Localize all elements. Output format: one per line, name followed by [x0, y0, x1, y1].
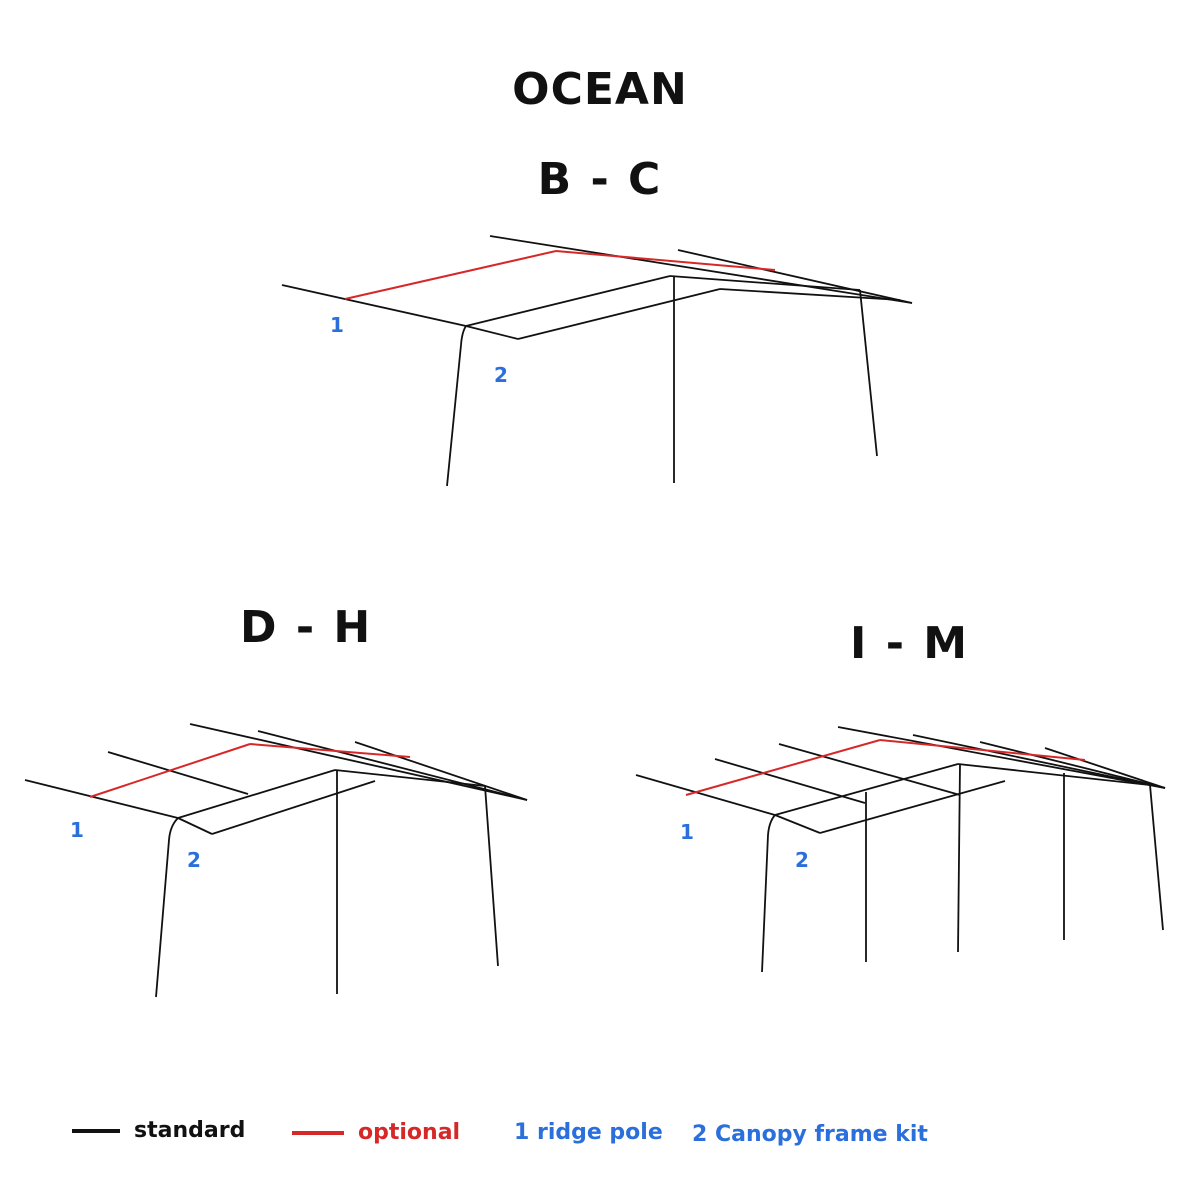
i-m-optional: [685, 739, 1086, 796]
b-c-marker-1: 1: [330, 313, 344, 337]
b-c-right-leg: [859, 289, 878, 457]
b-c-canopy-bottom: [517, 288, 721, 340]
d-h-left-leg: [155, 817, 179, 998]
d-h-optional: [89, 743, 411, 798]
i-m-canopy-top: [774, 763, 959, 816]
b-c-left-leg: [446, 325, 467, 487]
b-c-ridge-long: [489, 235, 913, 304]
i-m-front-eave: [635, 774, 776, 816]
legend-canopy-frame-kit: 2 Canopy frame kit: [692, 1122, 928, 1147]
page-title: OCEAN: [512, 64, 688, 115]
b-c-canopy-top: [465, 275, 671, 327]
d-h-canopy-bottom: [211, 780, 376, 835]
legend-ridge-pole-label: 1 ridge pole: [514, 1120, 663, 1145]
i-m-left-leg: [761, 814, 776, 973]
b-c-optional-ridge-2: [555, 250, 776, 271]
legend-optional-label: optional: [358, 1120, 461, 1145]
b-c-front-eave: [281, 284, 467, 327]
i-m-rafter-3: [837, 726, 1166, 789]
b-c-gutter-left: [465, 325, 519, 340]
d-h-marker-2: 2: [187, 848, 201, 872]
group-title-b-c: B - C: [537, 154, 663, 205]
legend-standard-swatch: [72, 1128, 120, 1133]
legend-ridge-pole: 1 ridge pole: [514, 1120, 663, 1145]
d-h-optional-ridge-2: [249, 743, 411, 758]
legend-standard-label: standard: [134, 1118, 246, 1143]
d-h-right-leg: [484, 785, 499, 967]
b-c-spar-2: [719, 288, 901, 301]
d-h-spar: [334, 769, 486, 787]
i-m-marker-2: 2: [795, 848, 809, 872]
diagram-d-h: [24, 723, 528, 998]
d-h-marker-1: 1: [70, 818, 84, 842]
i-m-rafter-2: [778, 743, 961, 796]
d-h-rafter-2: [189, 723, 528, 801]
d-h-rafter-4: [354, 741, 528, 801]
i-m-optional-ridge-2: [879, 739, 1086, 761]
i-m-leg-3: [957, 763, 961, 953]
d-h-rafter-1: [107, 751, 249, 795]
i-m-rafter-6: [1044, 747, 1166, 789]
b-c-marker-2: 2: [494, 363, 508, 387]
i-m-spar: [957, 763, 1151, 786]
b-c-spar: [669, 275, 861, 291]
i-m-rafter-1: [714, 758, 866, 804]
i-m-canopy-bottom: [819, 780, 1006, 834]
d-h-rafter-3: [257, 730, 528, 801]
diagram-b-c: [281, 235, 913, 487]
legend-canopy-frame-kit-label: 2 Canopy frame kit: [692, 1122, 928, 1147]
i-m-rafter-4: [912, 734, 1166, 789]
d-h-canopy-top: [177, 769, 336, 819]
b-c-optional: [344, 250, 776, 300]
i-m-leg-5: [1149, 784, 1164, 931]
i-m-marker-1: 1: [680, 820, 694, 844]
legend-optional: optional: [292, 1120, 460, 1145]
d-h-front-eave: [24, 779, 179, 819]
b-c-ridge-back: [677, 249, 913, 304]
diagram-i-m: [635, 726, 1166, 973]
i-m-optional-ridge: [685, 739, 881, 796]
b-c-optional-ridge: [344, 250, 557, 300]
legend-optional-swatch: [292, 1130, 344, 1135]
legend-standard: standard: [72, 1118, 245, 1143]
d-h-optional-ridge: [89, 743, 251, 798]
group-title-i-m: I - M: [850, 618, 970, 669]
i-m-gutter-left: [774, 814, 821, 834]
i-m-rafter-5: [979, 741, 1166, 789]
d-h-gutter-left: [177, 817, 213, 835]
group-title-d-h: D - H: [240, 602, 373, 653]
